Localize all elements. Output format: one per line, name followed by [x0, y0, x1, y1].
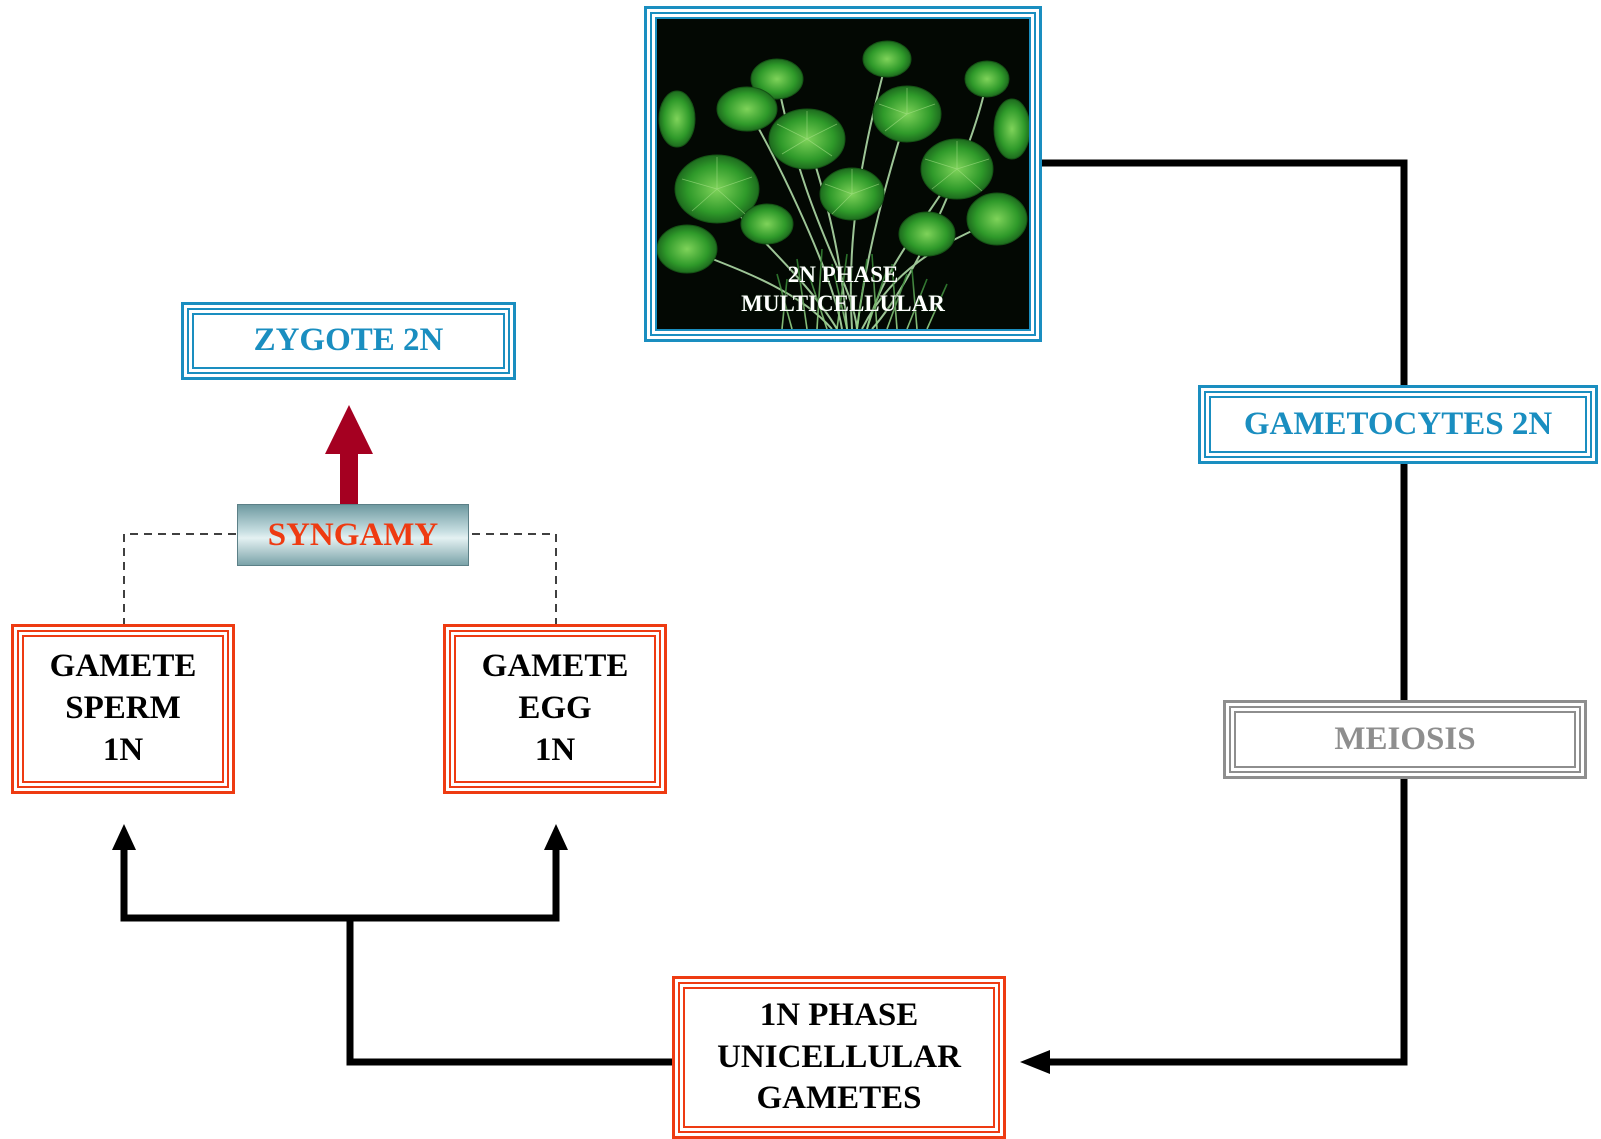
connector-branch-left [120, 850, 350, 922]
unicellular-gametes-label: 1N PHASE UNICELLULAR GAMETES [717, 996, 961, 1117]
connector-meiosis-to-unicellular [1050, 778, 1408, 1066]
photo-node-2n-phase: 2N PHASE MULTICELLULAR [644, 6, 1042, 342]
unicellular-gametes-box: 1N PHASE UNICELLULAR GAMETES [672, 976, 1006, 1139]
photo-caption: 2N PHASE MULTICELLULAR [741, 262, 945, 316]
syngamy-arrow-shaft [340, 452, 358, 506]
meiosis-box: MEIOSIS [1223, 700, 1587, 779]
arrowhead-to-unicellular [1020, 1050, 1050, 1074]
dashed-sperm-to-syngamy [123, 533, 237, 626]
arrowhead-to-egg [544, 824, 568, 850]
connector-unicellular-to-branch [346, 918, 672, 1066]
zygote-label: ZYGOTE 2N [253, 322, 444, 359]
syngamy-bar: SYNGAMY [237, 504, 469, 566]
syngamy-arrowhead [325, 405, 373, 454]
gamete-egg-box: GAMETE EGG 1N [443, 624, 667, 794]
aquatic-plant-photo-icon [657, 19, 1029, 329]
gamete-sperm-box: GAMETE SPERM 1N [11, 624, 235, 794]
meiosis-label: MEIOSIS [1334, 720, 1476, 757]
zygote-box: ZYGOTE 2N [181, 302, 516, 380]
gametocytes-box: GAMETOCYTES 2N [1198, 385, 1598, 464]
gamete-sperm-label: GAMETE SPERM 1N [49, 648, 197, 768]
arrowhead-to-sperm [112, 824, 136, 850]
connector-branch-right [350, 850, 560, 922]
dashed-egg-to-syngamy [469, 533, 557, 626]
gametocytes-label: GAMETOCYTES 2N [1243, 405, 1553, 442]
connector-photo-to-gametocytes [1042, 159, 1408, 387]
syngamy-label: SYNGAMY [267, 516, 439, 553]
gamete-egg-label: GAMETE EGG 1N [481, 648, 629, 768]
